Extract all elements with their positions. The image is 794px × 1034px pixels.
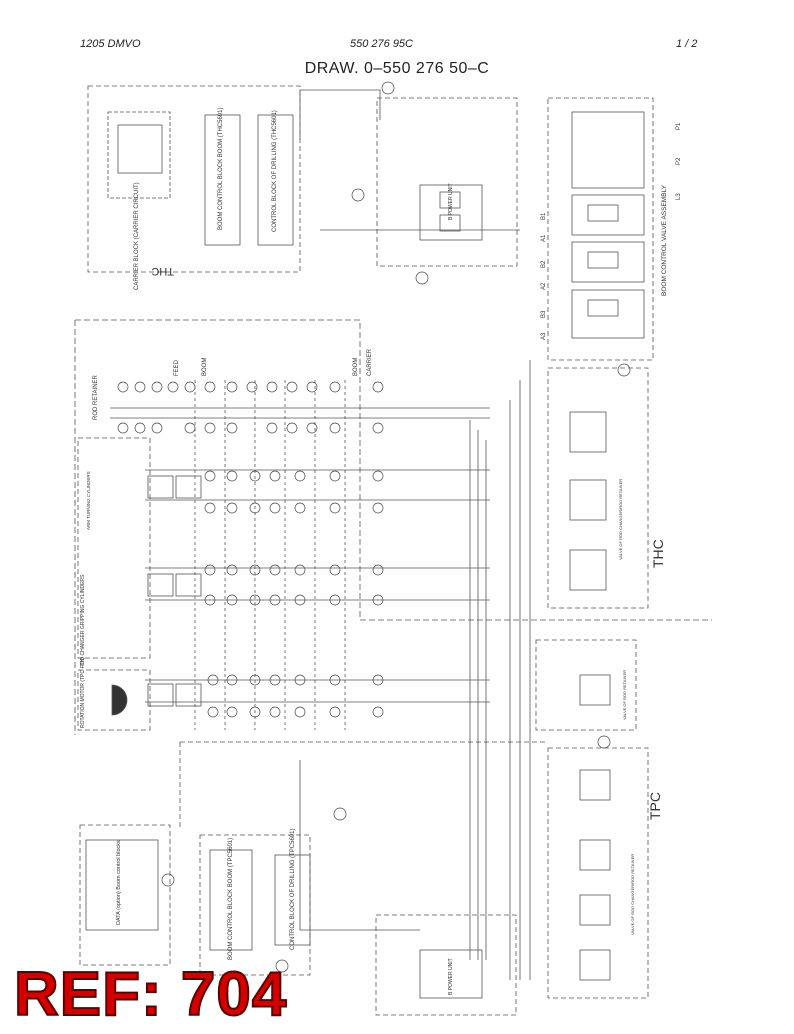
section-carrier: CARRIER xyxy=(367,348,373,376)
page-number: 1 / 2 xyxy=(676,38,698,50)
section-rod-changer: ROD CHANGER GRIPPING CYLINDERS xyxy=(80,574,86,668)
port-b2: B2 xyxy=(541,260,547,268)
drilling-top-label: CONTROL BLOCK OF DRILLING (THC5601) xyxy=(272,110,278,232)
drawing-title: DRAW. 0–550 276 50–C xyxy=(304,60,490,77)
section-rotation: ROTATION MOTOR (TPC - TH) xyxy=(80,657,86,728)
section-arm-turning: ARM TURNING CYLINDERS xyxy=(86,471,91,530)
port-l3: L3 xyxy=(676,193,682,200)
section-tpc: TPC xyxy=(647,792,663,820)
section-boom-2: BOOM xyxy=(353,358,359,376)
section-valve-rod-changer-b: VALVE OF ROD CHANGER/ROD RETAINER xyxy=(630,854,635,935)
power-unit-top-label: B POWER UNIT xyxy=(448,183,454,220)
boom-control-top-label: BOOM CONTROL BLOCK BOOM (THC5601) xyxy=(218,108,224,230)
section-thc-mid: THC xyxy=(650,539,666,568)
data-block-label: DATA (option) Boom control blocks xyxy=(116,840,122,925)
section-boom: BOOM xyxy=(202,358,208,376)
boom-control-bottom-label: BOOM CONTROL BLOCK BOOM (TPC5601) xyxy=(228,838,234,960)
port-a3: A3 xyxy=(541,332,547,340)
carrier-block-label: CARRIER BLOCK (CARRIER CIRCUIT) xyxy=(134,182,140,290)
section-thc-top: THC xyxy=(151,265,174,277)
drilling-bottom-label: CONTROL BLOCK OF DRILLING (TPC5601) xyxy=(290,829,296,950)
port-b3: B3 xyxy=(541,310,547,318)
boom-control-valve-label: BOOM CONTROL VALVE ASSEMBLY xyxy=(661,184,668,296)
power-unit-bottom-label: B POWER UNIT xyxy=(448,958,454,995)
section-rod-retainer: ROD RETAINER xyxy=(93,374,99,420)
section-feed: FEED xyxy=(174,359,180,376)
port-a2: A2 xyxy=(541,282,547,290)
ref-watermark: REF: 704 xyxy=(13,960,288,1029)
port-a1: A1 xyxy=(541,234,547,242)
port-p2: P2 xyxy=(676,157,682,165)
port-b1: B1 xyxy=(541,212,547,220)
section-valve-rod-changer: VALVE OF ROD CHANGER/ROD RETAINER xyxy=(618,479,623,560)
document-code: 1205 DMVO xyxy=(80,38,141,50)
thc-enclosure-top xyxy=(87,85,301,273)
part-number: 550 276 95C xyxy=(350,38,413,50)
section-valve-rod-retainer: VALVE OF ROD RETAINER xyxy=(622,670,627,720)
port-p1: P1 xyxy=(676,122,682,130)
